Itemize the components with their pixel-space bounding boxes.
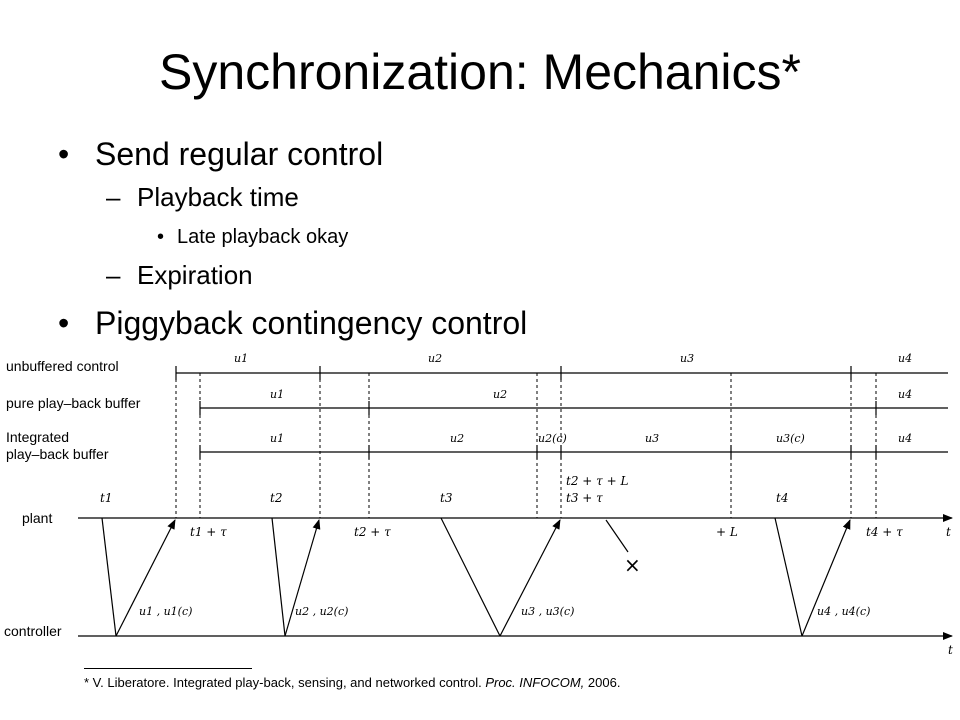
dashed-guides — [175, 373, 877, 518]
segment-label: u2 — [493, 388, 507, 401]
plant-delay-label: + L — [716, 525, 738, 539]
plant-delay-label: t4 + τ — [866, 525, 903, 539]
annotation-t2-tau-L: t2 + τ + L — [566, 474, 628, 488]
row-label-plant: plant — [22, 510, 52, 526]
annotation-t3-tau: t3 + τ — [566, 491, 603, 505]
row-label-controller: controller — [4, 623, 62, 639]
packet-label: u1 , u1(c) — [139, 605, 192, 618]
plant-time-label: t2 — [270, 491, 282, 505]
packet-label: u2 , u2(c) — [295, 605, 348, 618]
segment-label: u1 — [270, 432, 284, 445]
plant-time-label: t3 — [440, 491, 453, 505]
bullet-send-regular-control: Send regular control — [95, 136, 384, 172]
row-label-pure: pure play–back buffer — [6, 395, 141, 411]
footnote-venue: Proc. INFOCOM, — [485, 675, 585, 690]
row-label-integrated-2: play–back buffer — [6, 446, 109, 462]
segment-label: u2 — [450, 432, 464, 445]
timeline-ticks — [175, 366, 877, 459]
lost-packet-mark: × — [624, 553, 641, 577]
segment-label: u1 — [270, 388, 284, 401]
bullet-marker: • — [58, 136, 70, 172]
row-label-unbuffered: unbuffered control — [6, 358, 119, 374]
footnote: * V. Liberatore. Integrated play-back, s… — [84, 675, 620, 691]
bullet-late-playback-okay: Late playback okay — [177, 226, 349, 248]
segment-label: u3 — [680, 352, 694, 365]
segment-label: u3(c) — [776, 432, 805, 445]
packet-label: u3 , u3(c) — [521, 605, 574, 618]
segment-label: u4 — [898, 352, 912, 365]
packet-label: u4 , u4(c) — [817, 605, 870, 618]
plant-delay-label: t1 + τ — [190, 525, 227, 539]
bullet-playback-time: Playback time — [137, 182, 299, 212]
lost-packet-arrow — [605, 519, 629, 553]
plant-axis-label: t — [946, 525, 951, 539]
segment-label: u1 — [234, 352, 248, 365]
segment-label: u4 — [898, 432, 912, 445]
footnote-text: * V. Liberatore. Integrated play-back, s… — [84, 675, 486, 690]
message-arrows — [101, 517, 851, 637]
plant-time-label: t1 — [100, 491, 112, 505]
segment-label: u3 — [645, 432, 659, 445]
footnote-rule — [84, 668, 252, 669]
bullet-marker-small: • — [157, 226, 165, 248]
segment-label: u4 — [898, 388, 912, 401]
bullet-piggyback-contingency-control: Piggyback contingency control — [95, 305, 528, 341]
controller-axis-label: t — [948, 643, 953, 657]
footnote-year: 2006. — [584, 675, 621, 690]
bullet-marker: • — [58, 305, 70, 341]
slide-title: Synchronization: Mechanics* — [159, 44, 801, 100]
bullet-expiration: Expiration — [137, 260, 253, 290]
segment-label: u2(c) — [538, 432, 567, 445]
bullet-marker-dash: – — [106, 260, 121, 290]
segment-label: u2 — [428, 352, 442, 365]
plant-time-label: t4 — [776, 491, 788, 505]
row-label-integrated-1: Integrated — [6, 429, 69, 445]
bullet-marker-dash: – — [106, 182, 121, 212]
plant-delay-label: t2 + τ — [354, 525, 391, 539]
